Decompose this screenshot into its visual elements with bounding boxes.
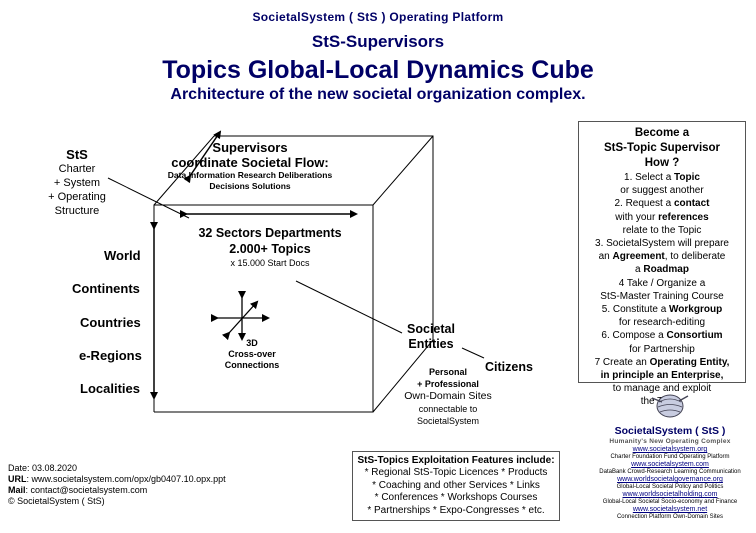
decisions-label: Decisions Solutions: [209, 181, 291, 191]
step-5: 5. Constitute a Workgroup: [601, 304, 723, 316]
site-link-3[interactable]: www.worldsocietalgovernance.org: [617, 476, 723, 483]
logo-area: SocietalSystem ( StS ) Humanity's New Op…: [590, 390, 750, 530]
top-diagonal-arrow: [183, 130, 222, 184]
step-4: 4 Take / Organize a: [618, 277, 706, 289]
top-face-label: Supervisors coordinate Societal Flow: Da…: [150, 140, 350, 192]
step-2: 2. Request a contact: [614, 198, 710, 210]
crossover-label: 3D Cross-over Connections: [213, 338, 291, 371]
societal-text: Societal: [407, 322, 455, 336]
level-e-regions: e-Regions: [79, 348, 142, 363]
step-1-b: or suggest another: [620, 185, 704, 197]
footer: Date: 03.08.2020 URL: www.societalsystem…: [8, 463, 226, 507]
features-line-2: * Coaching and other Services * Links: [372, 479, 540, 491]
site-desc-2: DataBank Crowd-Research Learning Communi…: [599, 469, 741, 475]
box-title-1: Become a: [634, 127, 690, 139]
site-desc-1: Charter Foundation Fund Operating Platfo…: [610, 454, 730, 460]
societalsystem-text: SocietalSystem: [416, 416, 480, 426]
level-countries: Countries: [80, 315, 141, 330]
entities-text: Entities: [408, 337, 454, 351]
level-world: World: [104, 248, 141, 263]
site-desc-5: Connection Platform Own-Domain Sites: [616, 514, 724, 520]
step-7-b: in principle an Enterprise,: [600, 370, 724, 382]
step-5-b: for research-editing: [618, 317, 706, 329]
logo-tagline: Humanity's New Operating Complex: [609, 438, 731, 445]
entities-pointer-line: [295, 280, 403, 334]
sts-title: StS: [66, 147, 88, 162]
step-2-b: with your references: [615, 211, 709, 223]
sts-charter: Charter: [58, 163, 96, 175]
footer-mail: Mail: contact@societalsystem.com: [8, 485, 148, 495]
citizens-label: Citizens: [485, 360, 533, 374]
data-research-label: Data Information Research Deliberations: [167, 170, 333, 180]
box-title-2: StS-Topic Supervisor: [603, 142, 721, 154]
step-4-b: StS-Master Training Course: [600, 290, 724, 302]
sectors-label: 32 Sectors Departments: [198, 226, 342, 240]
step-6-b: for Partnership: [629, 343, 695, 355]
box-title-3: How ?: [644, 157, 680, 169]
supervisors-header: StS-Supervisors: [311, 32, 445, 51]
platform-header: SocietalSystem ( StS ) Operating Platfor…: [252, 10, 504, 24]
features-box: StS-Topics Exploitation Features include…: [352, 451, 560, 521]
own-domain-text: Own-Domain Sites: [404, 390, 492, 402]
crossover-3d: 3D: [246, 338, 258, 348]
connectable-text: connectable to: [418, 404, 478, 414]
page-title: Topics Global-Local Dynamics Cube: [162, 56, 594, 84]
crossover-connections: Connections: [224, 360, 280, 370]
level-continents: Continents: [72, 281, 140, 296]
footer-copyright: © SocietalSystem ( StS): [8, 496, 105, 506]
site-link-1[interactable]: www.societalsystem.org: [632, 446, 708, 453]
societal-entities-label: Societal Entities: [395, 322, 467, 352]
site-desc-3: Global-Local Societal Policy and Politic…: [616, 484, 724, 490]
features-title: StS-Topics Exploitation Features include…: [357, 455, 555, 466]
features-line-4: * Partnerships * Expo-Congresses * etc.: [367, 504, 545, 516]
professional-text: + Professional: [417, 379, 479, 389]
footer-date: Date: 03.08.2020: [8, 463, 78, 473]
site-link-5[interactable]: www.societalsystem.net: [632, 506, 708, 513]
start-docs-label: x 15.000 Start Docs: [230, 258, 310, 268]
step-6: 6. Compose a Consortium: [601, 330, 723, 342]
step-7: 7 Create an Operating Entity,: [594, 356, 730, 368]
sts-operating: + Operating: [48, 191, 106, 203]
front-face-label: 32 Sectors Departments 2.000+ Topics x 1…: [175, 226, 365, 269]
globe-logo-icon: [651, 394, 689, 418]
topics-label: 2.000+ Topics: [229, 242, 311, 256]
step-3: 3. SocietalSystem will prepare: [595, 238, 729, 250]
sts-pointer-line: [107, 177, 190, 219]
sts-block: StS Charter + System + Operating Structu…: [40, 147, 114, 218]
site-desc-4: Global-Local Societal Socio-economy and …: [602, 499, 738, 505]
personal-text: Personal: [428, 367, 468, 377]
step-3-c: a Roadmap: [635, 264, 689, 276]
features-line-3: * Conferences * Workshops Courses: [374, 492, 538, 504]
step-2-c: relate to the Topic: [622, 224, 702, 236]
features-line-1: * Regional StS-Topic Licences * Products: [364, 467, 548, 479]
step-3-b: an Agreement, to deliberate: [598, 251, 726, 263]
sts-structure: Structure: [54, 205, 100, 217]
crossover-text: Cross-over: [228, 349, 276, 359]
become-supervisor-box: Become a StS-Topic Supervisor How ? 1. S…: [578, 121, 746, 407]
level-localities: Localities: [80, 381, 140, 396]
own-domain-label: Personal + Professional Own-Domain Sites…: [392, 366, 504, 427]
step-7-c: to manage and exploit: [612, 383, 712, 395]
footer-url: URL: www.societalsystem.com/opx/gb0407.1…: [8, 474, 226, 484]
coordinate-label: coordinate Societal Flow:: [171, 155, 329, 170]
site-link-2[interactable]: www.societalsystem.com: [631, 461, 709, 468]
page-subtitle: Architecture of the new societal organiz…: [170, 86, 586, 103]
logo-name: SocietalSystem ( StS ): [614, 425, 726, 437]
step-1: 1. Select a Topic: [624, 172, 700, 183]
crossover-arrows: [211, 291, 270, 341]
citizens-pointer-line: [461, 347, 485, 359]
site-link-4[interactable]: www.worldsocietalholding.com: [622, 491, 718, 498]
supervisors-label: Supervisors: [212, 140, 288, 155]
sts-system: + System: [53, 177, 101, 189]
